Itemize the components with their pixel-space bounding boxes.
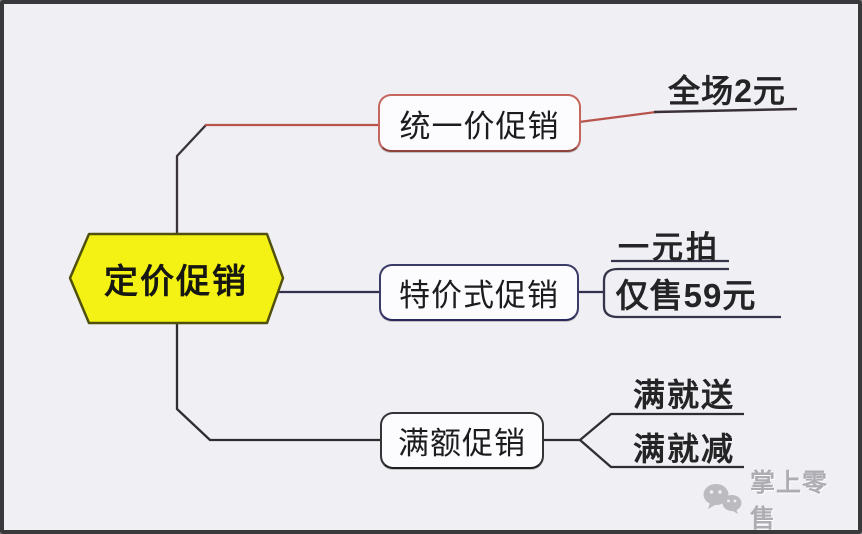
branch-line-uniform-right-red bbox=[578, 110, 657, 124]
only-59-yuan-bracket bbox=[602, 267, 781, 319]
root-node-label: 定价促销 bbox=[104, 262, 248, 301]
storewide-2-yuan-underline bbox=[653, 107, 798, 114]
root-node-hexagon bbox=[68, 232, 285, 325]
spend-and-discount-underline bbox=[579, 439, 744, 469]
branch-line-uniform-stem bbox=[175, 124, 207, 236]
threshold-promotion-node: 满额促销 bbox=[380, 412, 544, 469]
spend-and-gift-underline bbox=[579, 412, 744, 441]
watermark-text: 掌上零售 bbox=[750, 469, 829, 533]
spend-and-discount-label: 满就减 bbox=[632, 431, 735, 467]
one-yuan-auction-label: 一元拍 bbox=[618, 229, 720, 265]
wechat-icon bbox=[702, 482, 744, 516]
spend-and-gift-label: 满就送 bbox=[632, 377, 735, 413]
connector-lines-layer bbox=[68, 107, 798, 469]
branch-line-threshold-stem bbox=[175, 323, 380, 442]
only-59-yuan-label: 仅售59元 bbox=[615, 277, 757, 314]
watermark: 掌上零售 bbox=[702, 469, 848, 530]
special-price-promotion-node: 特价式促销 bbox=[379, 264, 579, 321]
storewide-2-yuan-label: 全场2元 bbox=[668, 73, 786, 109]
uniform-price-promotion-node: 统一价促销 bbox=[378, 94, 581, 152]
